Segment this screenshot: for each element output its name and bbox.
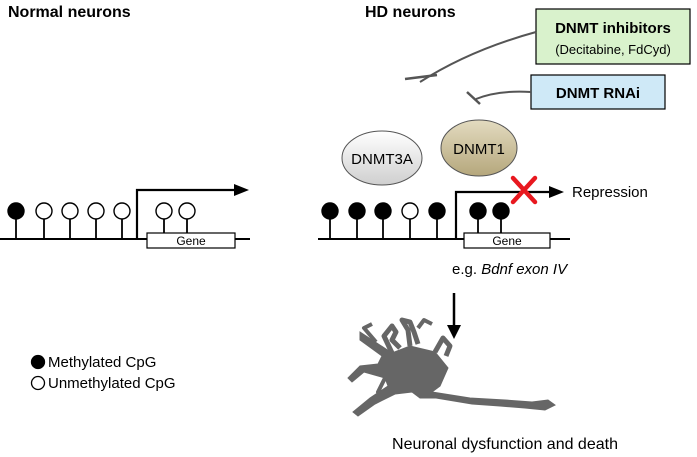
cpg-unmethylated bbox=[35, 202, 53, 239]
legend-methylated-dot bbox=[30, 354, 46, 370]
cpg-methylated bbox=[374, 202, 392, 239]
cpg-unmethylated bbox=[178, 202, 196, 239]
outcome-label: Neuronal dysfunction and death bbox=[392, 436, 618, 453]
inhibitor-curve bbox=[419, 31, 537, 83]
legend: Methylated CpG Unmethylated CpG bbox=[30, 354, 176, 392]
gene-example: e.g. Bdnf exon IV bbox=[452, 261, 569, 278]
inhibitor-bar bbox=[404, 73, 438, 81]
dnmt1-enzyme bbox=[440, 119, 518, 177]
normal-gene-label: Gene bbox=[176, 234, 206, 248]
cpg-unmethylated bbox=[87, 202, 105, 239]
down-arrowhead bbox=[447, 325, 461, 339]
dnmt-inhibitors-title: DNMT inhibitors bbox=[555, 20, 671, 37]
hd-arrowhead bbox=[549, 186, 564, 198]
legend-unmethylated-dot bbox=[30, 375, 46, 391]
cpg-methylated bbox=[7, 202, 25, 239]
cpg-unmethylated bbox=[401, 202, 419, 239]
neuron-icon bbox=[347, 317, 556, 417]
repression-label: Repression bbox=[572, 184, 648, 201]
cpg-methylated bbox=[428, 202, 446, 239]
cpg-methylated bbox=[321, 202, 339, 239]
cpg-unmethylated bbox=[61, 202, 79, 239]
normal-gene-box bbox=[146, 232, 236, 249]
dnmt3a-label: DNMT3A bbox=[351, 151, 413, 168]
cpg-methylated bbox=[469, 202, 487, 239]
rnai-bar bbox=[466, 91, 481, 105]
cpg-methylated bbox=[348, 202, 366, 239]
hd-gene-box bbox=[463, 232, 551, 249]
cpg-unmethylated bbox=[113, 202, 131, 239]
block-x-icon bbox=[510, 175, 538, 205]
normal-neurons-title: Normal neurons bbox=[8, 4, 131, 21]
hd-gene-label: Gene bbox=[492, 234, 522, 248]
normal-arrowhead bbox=[234, 184, 249, 196]
dnmt-rnai-label: DNMT RNAi bbox=[556, 85, 640, 102]
gene-example-prefix: e.g. bbox=[452, 261, 481, 278]
gene-example-name: Bdnf exon IV bbox=[481, 261, 569, 278]
dnmt-rnai-box bbox=[530, 74, 666, 110]
dnmt1-label: DNMT1 bbox=[453, 141, 505, 158]
legend-methylated-label: Methylated CpG bbox=[48, 354, 156, 371]
dnmt-inhibitors-subtitle: (Decitabine, FdCyd) bbox=[555, 42, 671, 57]
rnai-curve bbox=[475, 90, 532, 100]
hd-neurons-title: HD neurons bbox=[365, 4, 456, 21]
dnmt-inhibitors-box bbox=[535, 8, 691, 65]
normal-transcription-arrow bbox=[135, 188, 238, 239]
legend-unmethylated-label: Unmethylated CpG bbox=[48, 375, 176, 392]
dnmt3a-enzyme bbox=[341, 130, 423, 186]
